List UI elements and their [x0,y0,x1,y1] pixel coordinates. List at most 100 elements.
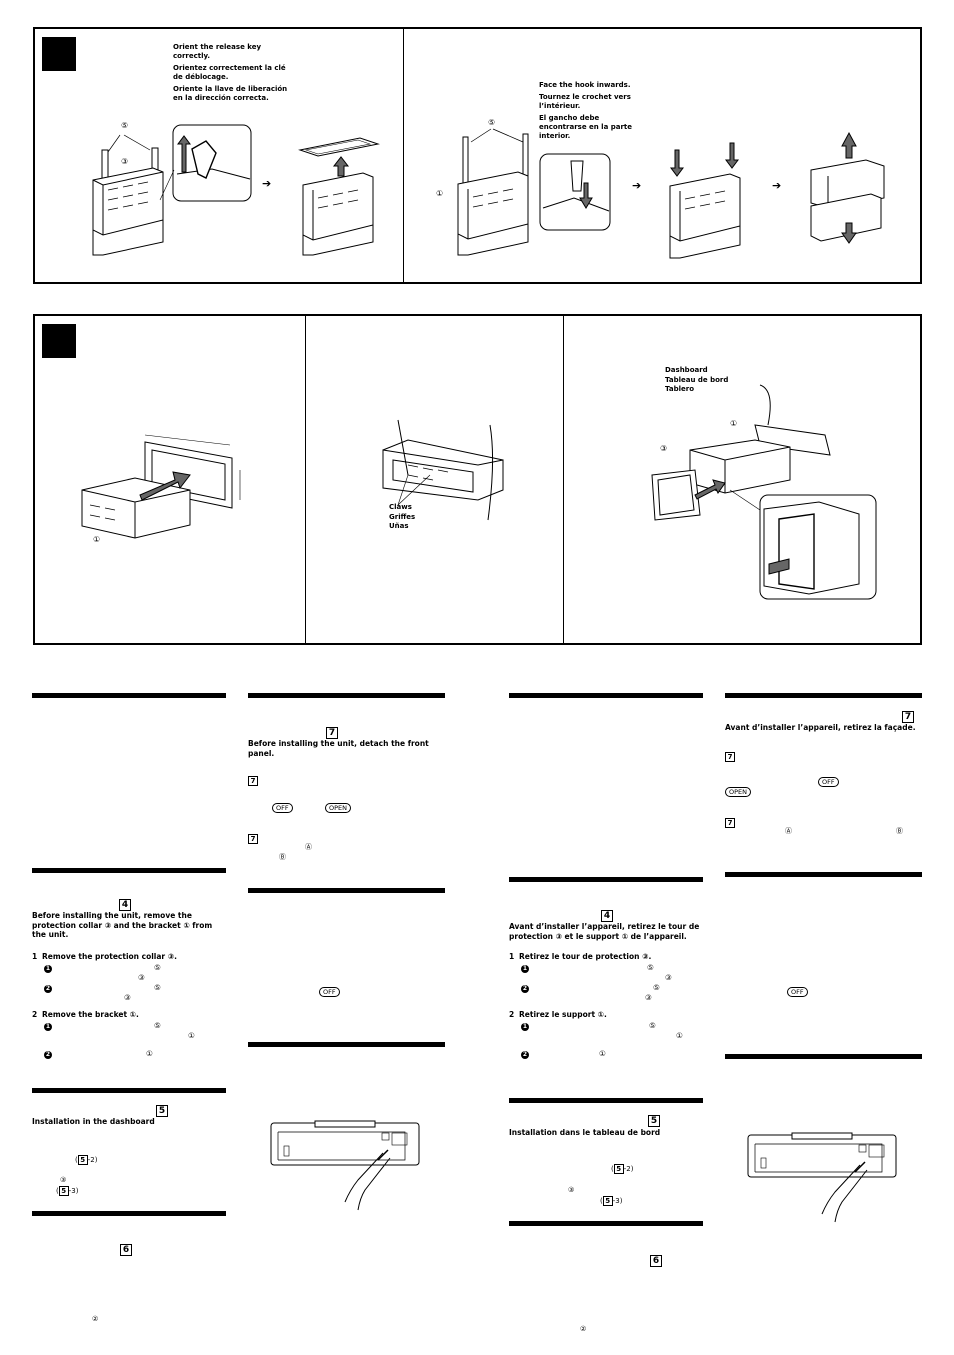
step-1: 1 Retirez le tour de protection ③. [509,952,652,961]
release-key-caption: Orient the release key correctly. Orient… [173,43,288,106]
sec4-number: 4 [601,903,613,922]
caption-fr: Orientez correctement la clé de déblocag… [173,64,286,81]
dashboard-install-illustration [651,384,831,521]
sec7-step1-ref: 7 [725,744,735,763]
arrow-2: ➔ [632,179,642,192]
label-b: Ⓑ [279,853,286,861]
claws-es: Uñas [389,522,409,530]
claws-fr: Griffes [389,512,416,521]
unit-separating [810,131,885,244]
label-1: ① [730,419,738,428]
rule [509,877,703,882]
panel-b-marker [42,324,76,358]
hook-caption: Face the hook inwards. Tournez le croche… [539,81,639,144]
open-key: OPEN [325,795,352,814]
label-5: ⑤ [488,118,496,127]
panel-a-marker [42,37,76,71]
hook-detail [539,153,611,231]
release-key-detail [172,124,252,202]
sec7-intro: Avant d’installer l’appareil, retirez la… [725,723,916,732]
panel-b-divider-1 [305,315,306,644]
arrow-3: ➔ [772,179,782,192]
frame-detail [759,494,877,600]
caption-en: Face the hook inwards. [539,81,631,89]
off-key: OFF [272,795,293,814]
sec7-intro: Before installing the unit, detach the f… [248,739,429,758]
unit-collar-removed [298,137,380,256]
sec6-number: 6 [650,1248,662,1267]
rule [32,1211,226,1216]
rule [32,693,226,698]
unit-with-keys-illustration [92,134,164,256]
caption-en: Orient the release key correctly. [173,43,262,60]
step-2: 2 Retirez le support ①. [509,1010,607,1019]
label-a: Ⓐ [305,843,312,851]
sec5-collar: ③ [568,1186,575,1194]
sec5-title: Installation in the dashboard [32,1117,155,1126]
label-b: Ⓑ [896,827,903,835]
front-panel-reset-illustration [270,1120,420,1211]
open-key: OPEN [725,779,752,798]
rule [725,1054,922,1059]
step-1: 1 Remove the protection collar ③. [32,952,177,961]
sec4-number: 4 [119,892,131,911]
off-key: OFF [787,979,808,998]
sec4-intro: Avant d’installer l’appareil, retirez le… [509,922,700,941]
sec4-intro: Before installing the unit, remove the p… [32,911,213,939]
dashboard-fr: Tableau de bord [665,375,729,384]
claws-illustration [382,419,504,521]
dashboard-es: Tablero [665,385,695,393]
sec5-number: 5 [156,1098,168,1117]
pointer-line [159,169,175,201]
sec7-number: 7 [902,704,914,723]
sec5-ref-2: (5-2) [611,1164,634,1174]
sec7-number: 7 [326,720,338,739]
sec6-number: 6 [120,1237,132,1256]
sec5-ref-3: (5-3) [56,1186,79,1196]
sec5-ref-2: (5-2) [75,1155,98,1165]
rule [32,1088,226,1093]
label-3: ③ [121,157,129,166]
dashboard-label: Dashboard Tableau de bord Tablero [665,366,728,395]
sec6-c2: ② [92,1315,99,1323]
sec7-step1-ref: 7 [248,768,258,787]
rule [248,888,445,893]
rule [509,693,703,698]
caption-fr: Tournez le crochet vers l’intérieur. [539,93,631,110]
unit-hook-keys [457,128,529,256]
rule [248,1042,445,1047]
panel-a [33,27,922,284]
label-3: ③ [660,444,668,453]
label-1: ① [436,189,444,198]
caption-es: El gancho debe encontrarse en la parte i… [539,114,633,140]
claws-en: Claws [389,503,412,511]
caption-es: Oriente la llave de liberación en la dir… [173,85,288,102]
panel-a-divider [403,28,404,283]
panel-b [33,314,922,645]
claws-label: Claws Griffes Uñas [389,503,415,532]
sec6-c2: ② [580,1325,587,1333]
sec7-step2-ref: 7 [248,826,258,845]
dashboard-opening-illustration [81,434,241,539]
rule [509,1098,703,1103]
rule [725,872,922,877]
sec5-number: 5 [648,1108,660,1127]
arrow-1: ➔ [262,177,272,190]
panel-b-divider-2 [563,315,564,644]
sec5-ref-3: (5-3) [600,1196,623,1206]
sec7-step2-ref: 7 [725,810,735,829]
sec5-title: Installation dans le tableau de bord [509,1128,661,1137]
label-5: ⑤ [121,121,129,130]
front-panel-reset-illustration [747,1132,897,1223]
rule [725,693,922,698]
step-2: 2 Remove the bracket ①. [32,1010,139,1019]
rule [248,693,445,698]
off-key: OFF [818,769,839,788]
label-a: Ⓐ [785,827,792,835]
sec5-collar: ③ [60,1176,67,1184]
rule [32,868,226,873]
